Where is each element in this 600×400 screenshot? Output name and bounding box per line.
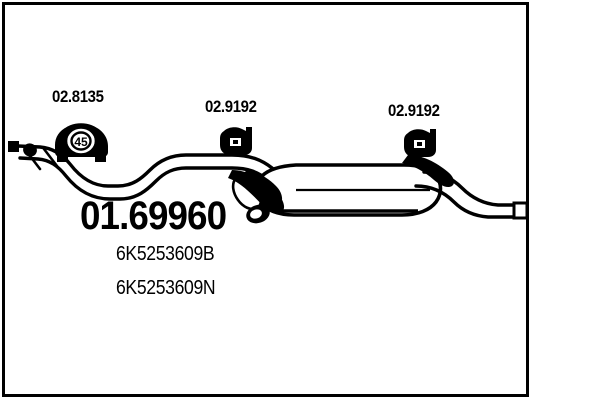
main-part-number: 01.69960 xyxy=(80,194,227,238)
pipe-flange-collar xyxy=(25,147,59,171)
sub-code-2: 6K5253609N xyxy=(116,277,216,299)
pipe-clamp-icon-right xyxy=(404,129,436,157)
callout-label-clamp-left: 02.9192 xyxy=(205,97,257,116)
muffler-hanger-lug xyxy=(246,204,270,224)
tailpipe-upper-arm xyxy=(402,155,455,188)
callout-label-gasket: 02.8135 xyxy=(52,87,104,106)
gasket-seal-icon: 45 xyxy=(55,123,108,162)
pipe-clamp-icon-left xyxy=(220,127,252,155)
callout-label-clamp-right: 02.9192 xyxy=(388,101,440,120)
muffler-body xyxy=(254,163,443,217)
tailpipe-tip xyxy=(512,201,529,220)
sub-code-1: 6K5253609B xyxy=(116,243,215,265)
gasket-size-value: 45 xyxy=(74,135,88,149)
muffler-inlet-strap xyxy=(228,170,285,214)
